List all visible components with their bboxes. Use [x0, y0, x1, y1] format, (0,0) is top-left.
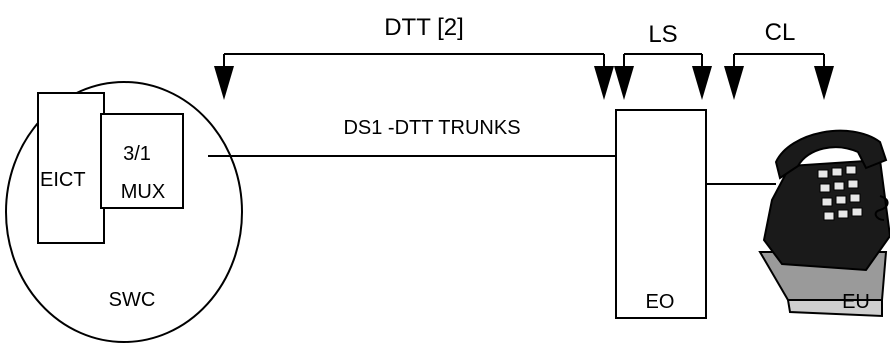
eu-label: EU [842, 291, 870, 313]
swc-label: SWC [109, 289, 156, 311]
cl-arrow-right [814, 66, 834, 100]
dtt-arrow-right [594, 66, 614, 100]
cl-span [724, 53, 834, 100]
eict-box [37, 92, 105, 244]
mux-box [100, 113, 184, 209]
eo-box [615, 109, 707, 319]
cl-arrow-left [724, 66, 744, 100]
dtt-span [214, 53, 614, 100]
swc-ellipse [5, 81, 243, 343]
telephone-icon [758, 129, 890, 318]
eict-label: EICT [40, 169, 86, 191]
ls-span [614, 53, 712, 100]
ls-arrow-left [614, 66, 634, 100]
ls-label: LS [648, 21, 677, 48]
dtt-label: DTT [2] [384, 14, 464, 41]
ls-arrow-right [692, 66, 712, 100]
mux-label-line2: MUX [121, 181, 165, 203]
eo-label: EO [646, 291, 675, 313]
mux-label-line1: 3/1 [123, 143, 151, 165]
dtt-arrow-left [214, 66, 234, 100]
trunks-label: DS1 -DTT TRUNKS [343, 117, 520, 139]
cl-label: CL [765, 19, 796, 46]
